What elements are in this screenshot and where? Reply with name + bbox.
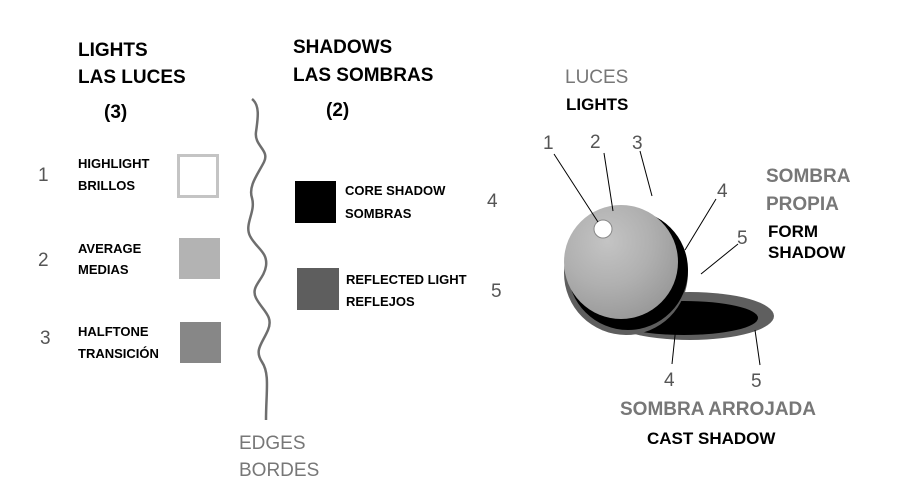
sphere-callout-3: 3	[632, 133, 643, 154]
sphere-callout-4-right: 4	[717, 181, 728, 202]
sphere-callout-5-bottom: 5	[751, 371, 762, 392]
shadows-title-es: LAS SOMBRAS	[293, 65, 434, 86]
light-1-label-en: HIGHLIGHT	[78, 156, 150, 171]
sphere-callout-4-bottom: 4	[664, 370, 675, 391]
sphere-highlight	[593, 219, 613, 239]
form-shadow-es-line1: SOMBRA	[766, 166, 851, 187]
light-3-label-en: HALFTONE	[78, 324, 149, 339]
form-shadow-en-line1: FORM	[768, 222, 819, 241]
light-3-number: 3	[40, 328, 51, 349]
shadow-4-label-en: CORE SHADOW	[345, 183, 446, 198]
shadow-4-number: 4	[487, 191, 498, 212]
cast-shadow-es: SOMBRA ARROJADA	[620, 399, 816, 420]
shadow-5-number: 5	[491, 281, 502, 302]
sphere-lights-es: LUCES	[565, 67, 629, 88]
edges-label-en: EDGES	[239, 433, 306, 454]
light-1-label-es: BRILLOS	[78, 178, 136, 193]
form-shadow-en-line2: SHADOW	[768, 243, 846, 262]
lights-title-es: LAS LUCES	[78, 67, 186, 88]
highlight-swatch	[177, 154, 219, 198]
cast-shadow-en: CAST SHADOW	[647, 429, 776, 448]
light-2-label-en: AVERAGE	[78, 241, 142, 256]
callout-lines	[553, 150, 761, 366]
lights-count: (3)	[104, 102, 128, 123]
edge-line	[247, 98, 271, 421]
average-swatch	[179, 238, 220, 279]
light-1-number: 1	[38, 165, 49, 186]
shadows-count: (2)	[326, 100, 350, 121]
shadow-5-label-en: REFLECTED LIGHT	[346, 272, 467, 287]
form-shadow-es-line2: PROPIA	[766, 194, 839, 215]
light-2-label-es: MEDIAS	[78, 262, 129, 277]
reflected-light-swatch	[297, 268, 339, 310]
edges-label-es: BORDES	[239, 460, 320, 481]
sphere-callout-1: 1	[543, 133, 554, 154]
shadow-5-label-es: REFLEJOS	[346, 294, 415, 309]
sphere-lights-en: LIGHTS	[566, 95, 629, 114]
sphere-callout-5-right: 5	[737, 228, 748, 249]
core-shadow-swatch	[295, 181, 336, 223]
light-2-number: 2	[38, 250, 49, 271]
shadows-title-en: SHADOWS	[293, 37, 393, 58]
halftone-swatch	[180, 322, 221, 363]
lights-title-en: LIGHTS	[78, 40, 148, 61]
sphere-body	[564, 205, 678, 319]
sphere-callout-2: 2	[590, 132, 601, 153]
light-3-label-es: TRANSICIÓN	[78, 346, 159, 361]
shadow-4-label-es: SOMBRAS	[345, 206, 412, 221]
